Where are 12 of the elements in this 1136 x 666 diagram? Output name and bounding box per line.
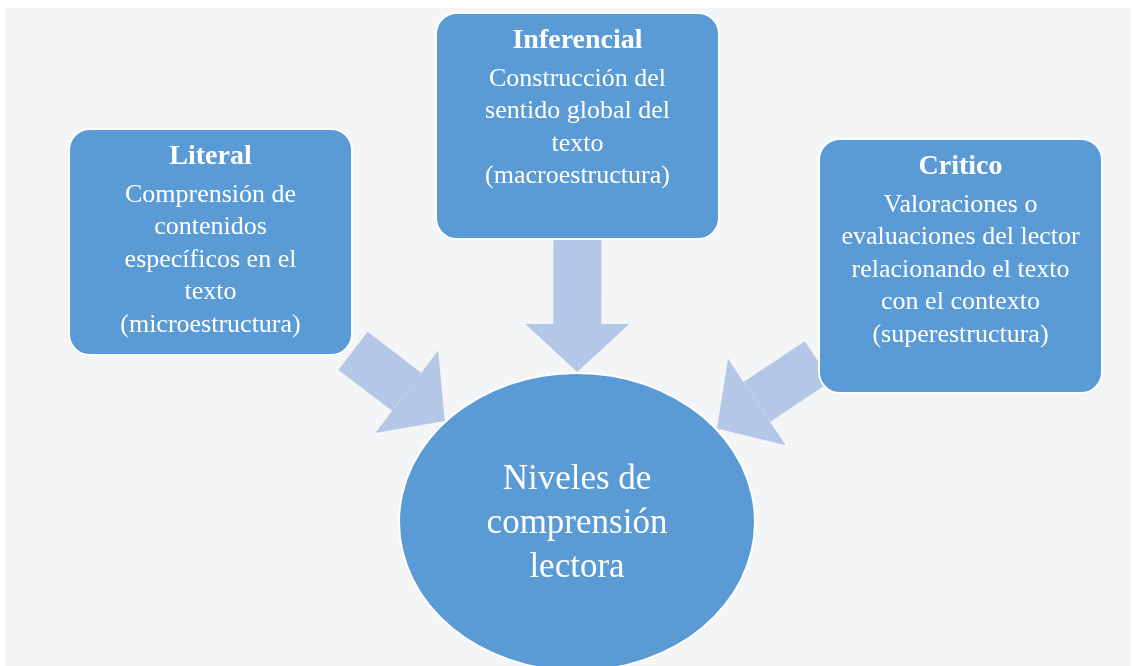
level-description: Construcción del sentido global del texto (macroestructura) [484,61,671,192]
level-title: Critico [918,148,1003,182]
level-box [68,128,353,356]
level-title: Literal [169,138,252,172]
level-box [435,12,720,240]
level-box [818,138,1103,394]
level-description: Valoraciones o evaluaciones del lector relacionando el texto con el contexto (superestructura) [840,187,1081,350]
level-title: Inferencial [512,22,643,56]
block-arrow [338,331,445,434]
block-arrow [525,239,630,372]
topic-text: Niveles de comprensión lectora [485,457,669,587]
level-description: Comprensión de contenidos específicos en el texto (microestructura) [119,177,302,340]
